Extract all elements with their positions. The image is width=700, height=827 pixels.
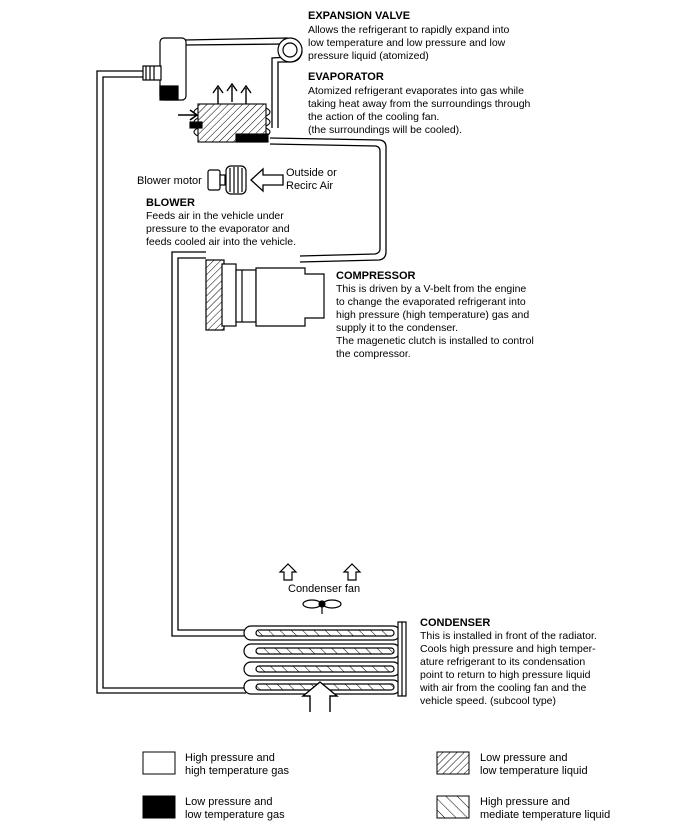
suction-line-outer xyxy=(269,137,387,263)
condenser-line: vehicle speed. (subcool type) xyxy=(420,695,556,707)
hot-air-arrow-icon xyxy=(342,563,362,581)
up-arrow-icon xyxy=(212,84,224,104)
compressor-line: the compressor. xyxy=(336,348,411,360)
condenser-note: CONDENSER This is installed in front of … xyxy=(419,617,597,707)
legend-label: High pressure and xyxy=(480,796,570,808)
outside-air-label: Outside or xyxy=(286,167,337,179)
blower-title: BLOWER xyxy=(146,197,195,209)
expansion-valve-line: Allows the refrigerant to rapidly expand… xyxy=(308,24,510,36)
evaporator-line: Atomized refrigerant evaporates into gas… xyxy=(308,85,524,97)
blower-line: pressure to the evaporator and xyxy=(146,223,290,235)
expansion-valve-note: EXPANSION VALVE Allows the refrigerant t… xyxy=(308,10,510,62)
legend-item: Low pressure and low temperature gas xyxy=(142,795,285,821)
compressor-title: COMPRESSOR xyxy=(336,270,416,282)
air-inflow-arrow-icon xyxy=(178,109,199,121)
legend-item: Low pressure and low temperature liquid xyxy=(436,751,588,777)
hot-air-arrow-icon xyxy=(278,563,298,581)
compressor-note: COMPRESSOR This is driven by a V-belt fr… xyxy=(336,270,534,360)
expansion-valve-line: low temperature and low pressure and low xyxy=(308,37,506,49)
outside-air-arrow-icon xyxy=(250,167,284,193)
condenser-title: CONDENSER xyxy=(420,617,490,629)
legend-swatch-sparse-hatch xyxy=(436,795,470,819)
up-arrow-icon xyxy=(226,82,238,102)
legend-item: High pressure and mediate temperature li… xyxy=(436,795,610,821)
compressor-line: The magenetic clutch is installed to con… xyxy=(336,335,534,347)
liquid-line-outer xyxy=(96,70,246,694)
liquid-line-inner xyxy=(102,76,246,689)
condenser-fan xyxy=(302,599,342,614)
expansion-valve-title: EXPANSION VALVE xyxy=(308,10,410,22)
suction-line-inner xyxy=(269,143,381,257)
legend-label: Low pressure and xyxy=(480,752,567,764)
evaporator-line: the action of the cooling fan. xyxy=(308,111,439,123)
compressor-line: supply it to the condenser. xyxy=(336,322,458,334)
condenser-line: ature refrigerant to its condensation xyxy=(420,656,585,668)
evaporator-line: (the surroundings will be cooled). xyxy=(308,124,462,136)
blower-line: feeds cooled air into the vehicle. xyxy=(146,236,296,248)
evaporator-line: taking heat away from the surroundings t… xyxy=(308,98,531,110)
recirc-air-label: Recirc Air xyxy=(286,180,333,192)
evaporator-note: EVAPORATOR Atomized refrigerant evaporat… xyxy=(308,71,531,136)
legend-label: high temperature gas xyxy=(185,765,289,777)
legend-swatch-white xyxy=(142,751,176,775)
condenser-line: Cools high pressure and high temper- xyxy=(420,643,596,655)
condenser-fan-label: Condenser fan xyxy=(288,583,360,595)
legend-label: mediate temperature liquid xyxy=(480,809,610,821)
legend-label: low temperature gas xyxy=(185,809,285,821)
expansion-valve-line: pressure liquid (atomized) xyxy=(308,50,429,62)
legend-swatch-dense-hatch xyxy=(436,751,470,775)
condenser-line: point to return to high pressure liquid xyxy=(420,669,591,681)
vehicle-airflow-arrow-icon xyxy=(301,681,339,712)
compressor-line: high pressure (high temperature) gas and xyxy=(336,309,529,321)
legend: High pressure and high temperature gas L… xyxy=(142,751,610,821)
legend-swatch-black xyxy=(142,795,176,819)
refrigerant-piping xyxy=(96,37,387,694)
legend-label: High pressure and xyxy=(185,752,275,764)
expansion-valve xyxy=(142,37,303,101)
legend-label: Low pressure and xyxy=(185,796,272,808)
evaporator-heat-arrows xyxy=(212,82,252,104)
compressor xyxy=(205,259,325,331)
evaporator-title: EVAPORATOR xyxy=(308,71,384,83)
legend-label: low temperature liquid xyxy=(480,765,588,777)
evaporator-core xyxy=(189,103,271,143)
blower-note: BLOWER Feeds air in the vehicle under pr… xyxy=(146,197,296,248)
blower-line: Feeds air in the vehicle under xyxy=(146,210,284,222)
condenser-line: This is installed in front of the radiat… xyxy=(420,630,597,642)
blower-motor-icon xyxy=(207,165,247,195)
compressor-line: to change the evaporated refrigerant int… xyxy=(336,296,526,308)
discharge-line-inner xyxy=(177,257,244,631)
condenser-coil xyxy=(243,621,407,697)
up-arrow-icon xyxy=(240,84,252,104)
condenser-line: with air from the cooling fan and the xyxy=(419,682,587,694)
compressor-line: This is driven by a V-belt from the engi… xyxy=(336,283,526,295)
discharge-line-outer xyxy=(171,251,244,637)
blower-motor-label: Blower motor xyxy=(137,175,202,187)
legend-item: High pressure and high temperature gas xyxy=(142,751,289,777)
